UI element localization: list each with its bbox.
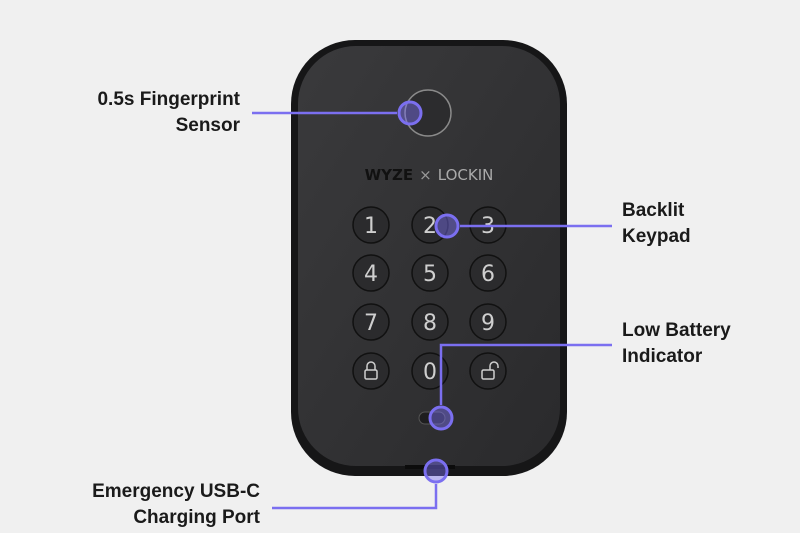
usb-label: Emergency USB-C Charging Port (40, 479, 260, 531)
keypad-label: Backlit Keypad (622, 198, 691, 250)
key-label: 0 (423, 360, 437, 385)
battery-label: Low Battery Indicator (622, 318, 731, 370)
key-label: 8 (423, 311, 437, 336)
label-line: 0.5s Fingerprint (97, 89, 240, 110)
brand-logo: WYZE×LOCKIN (365, 166, 494, 184)
key-7[interactable]: 7 (352, 303, 390, 341)
key-0[interactable]: 0 (411, 352, 449, 390)
key-8[interactable]: 8 (411, 303, 449, 341)
label-line: Emergency USB-C (92, 481, 260, 502)
key-unlock[interactable] (469, 352, 507, 390)
label-line: Sensor (175, 115, 240, 136)
label-line: Indicator (622, 346, 703, 367)
key-label: 5 (423, 262, 437, 287)
unlock-icon (481, 361, 499, 380)
fingerprint-label: 0.5s Fingerprint Sensor (40, 87, 240, 139)
key-label: 9 (481, 311, 495, 336)
key-label: 6 (481, 262, 495, 287)
label-line: Low Battery (622, 320, 731, 341)
key-label: 4 (364, 262, 378, 287)
label-line: Keypad (622, 226, 691, 247)
key-label: 1 (364, 214, 378, 239)
key-4[interactable]: 4 (352, 254, 390, 292)
fingerprint-sensor (404, 89, 452, 137)
fingerprint-callout-marker (397, 100, 423, 126)
key-1[interactable]: 1 (352, 206, 390, 244)
key-label: 2 (423, 214, 437, 239)
usb-callout-marker (423, 458, 449, 484)
key-lock[interactable] (352, 352, 390, 390)
battery-callout-marker (428, 405, 454, 431)
key-5[interactable]: 5 (411, 254, 449, 292)
key-6[interactable]: 6 (469, 254, 507, 292)
lock-icon (364, 361, 378, 380)
label-line: Charging Port (133, 507, 260, 528)
key-9[interactable]: 9 (469, 303, 507, 341)
keypad-callout-marker (434, 213, 460, 239)
label-line: Backlit (622, 200, 685, 221)
usb-c-port (405, 465, 455, 469)
key-label: 7 (364, 311, 378, 336)
callout-lines (252, 111, 612, 510)
